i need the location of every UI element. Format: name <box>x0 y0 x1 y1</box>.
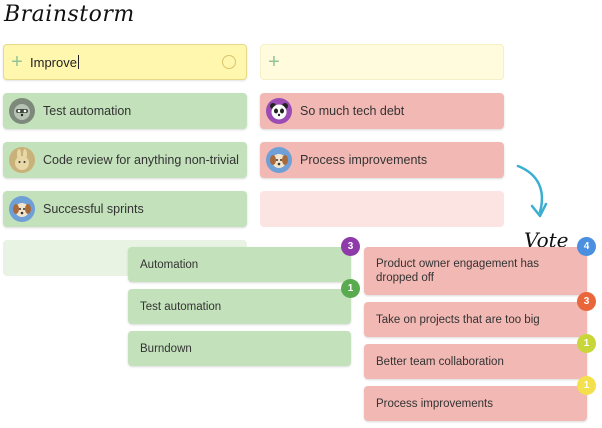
text-caret <box>77 55 79 69</box>
vote-card[interactable]: Burndown <box>128 331 351 366</box>
vote-card-label: Better team collaboration <box>376 355 504 368</box>
idea-input[interactable]: + <box>260 44 504 80</box>
idea-card-label: Test automation <box>43 104 132 118</box>
brainstorm-column-right: + So much tech debt Process improvements <box>260 44 504 227</box>
vote-card-label: Process improvements <box>376 397 493 410</box>
vote-card-label: Test automation <box>140 300 222 313</box>
vote-list-red: Product owner engagement has dropped off… <box>364 237 596 428</box>
vote-count-badge: 1 <box>577 334 596 353</box>
vote-card[interactable]: Test automation 1 <box>128 279 360 324</box>
vote-count-badge: 3 <box>577 292 596 311</box>
idea-card[interactable]: Code review for anything non-trivial <box>3 142 247 178</box>
idea-card-label: Successful sprints <box>43 202 144 216</box>
vote-card[interactable]: Automation 3 <box>128 237 360 282</box>
brainstorm-column-left: + Improve Test automation Code review fo… <box>3 44 247 276</box>
board-title: Brainstorm <box>4 2 135 27</box>
vote-card-label: Burndown <box>140 342 192 355</box>
curved-arrow-icon <box>516 164 548 218</box>
idea-card[interactable]: So much tech debt <box>260 93 504 129</box>
plus-icon: + <box>11 51 23 73</box>
idea-input-text[interactable]: Improve <box>30 54 77 70</box>
raccoon-icon <box>9 98 35 124</box>
empty-card-placeholder <box>260 191 504 227</box>
vote-card-label: Take on projects that are too big <box>376 313 540 326</box>
idea-card[interactable]: Successful sprints <box>3 191 247 227</box>
vote-card[interactable]: Product owner engagement has dropped off… <box>364 237 596 295</box>
idea-input[interactable]: + Improve <box>3 44 247 80</box>
vote-card[interactable]: Process improvements 1 <box>364 376 596 421</box>
vote-count-badge: 4 <box>577 237 596 256</box>
puppy-icon <box>266 147 292 173</box>
vote-card-label: Product owner engagement has dropped off <box>376 258 540 284</box>
bunny-icon <box>9 147 35 173</box>
idea-card-label: So much tech debt <box>300 104 405 118</box>
vote-card[interactable]: Take on projects that are too big 3 <box>364 292 596 337</box>
vote-card[interactable]: Better team collaboration 1 <box>364 334 596 379</box>
vote-count-badge: 3 <box>341 237 360 256</box>
idea-card-label: Process improvements <box>300 153 428 167</box>
vote-count-badge: 1 <box>341 279 360 298</box>
emoji-icon[interactable] <box>222 55 236 69</box>
idea-card-label: Code review for anything non-trivial <box>43 153 239 167</box>
panda-icon <box>266 98 292 124</box>
vote-card-label: Automation <box>140 258 199 271</box>
idea-card[interactable]: Test automation <box>3 93 247 129</box>
vote-list-green: Automation 3 Test automation 1 Burndown <box>128 237 360 373</box>
idea-card[interactable]: Process improvements <box>260 142 504 178</box>
vote-count-badge: 1 <box>577 376 596 395</box>
plus-icon: + <box>268 51 280 73</box>
puppy-icon <box>9 196 35 222</box>
